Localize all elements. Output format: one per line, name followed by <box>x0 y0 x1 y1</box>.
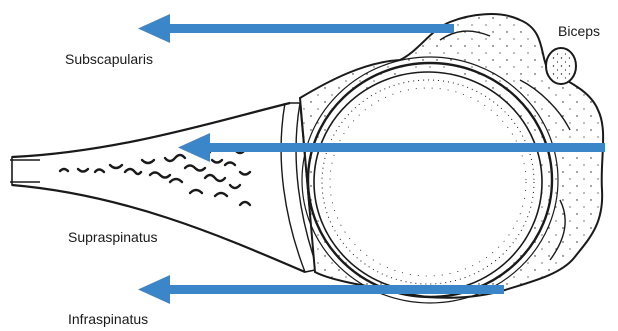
label-infraspinatus: Infraspinatus <box>68 312 148 326</box>
label-subscapularis: Subscapularis <box>65 52 153 66</box>
label-biceps: Biceps <box>558 24 600 38</box>
subscapularis-arrow <box>138 14 454 43</box>
tendon-taper <box>10 103 318 272</box>
biceps-tendon <box>546 48 576 84</box>
label-supraspinatus: Supraspinatus <box>68 230 158 244</box>
